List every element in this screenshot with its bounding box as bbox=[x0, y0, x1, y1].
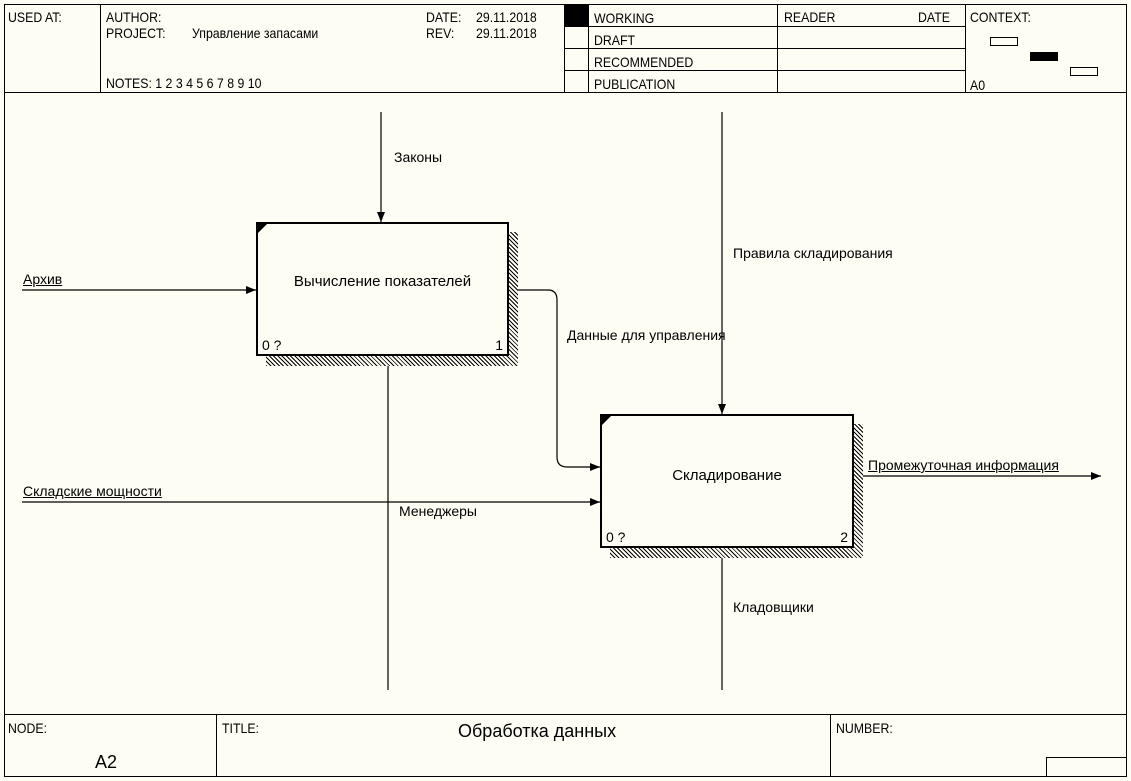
activity-box-title: Складирование bbox=[672, 467, 782, 484]
box-corner-mark bbox=[258, 224, 267, 233]
rev-label: REV: bbox=[426, 25, 455, 41]
status-row-line bbox=[564, 48, 965, 49]
node-value: A2 bbox=[95, 752, 118, 772]
box-right-number: 1 bbox=[495, 337, 503, 353]
context-box-icon bbox=[1070, 67, 1098, 76]
working-status-marker bbox=[565, 5, 588, 26]
label-arkhiv[interactable]: Архив bbox=[23, 271, 63, 287]
footer-divider bbox=[830, 714, 831, 777]
label-dannye[interactable]: Данные для управления bbox=[567, 327, 726, 343]
reader-date-label: DATE bbox=[918, 9, 950, 25]
node-label: NODE: bbox=[8, 720, 48, 736]
status-recommended: RECOMMENDED bbox=[594, 54, 694, 70]
box-right-number: 2 bbox=[840, 529, 848, 545]
label-kladovschiki[interactable]: Кладовщики bbox=[733, 599, 814, 615]
diagram-frame bbox=[4, 4, 1127, 777]
rev-value: 29.11.2018 bbox=[476, 25, 537, 41]
activity-box-title: Вычисление показателей bbox=[293, 273, 472, 290]
footer-divider bbox=[216, 714, 217, 777]
date-label: DATE: bbox=[426, 9, 462, 25]
number-box bbox=[1046, 757, 1127, 777]
notes-label: NOTES: 1 2 3 4 5 6 7 8 9 10 bbox=[106, 76, 262, 91]
date-value: 29.11.2018 bbox=[476, 9, 537, 25]
box-left-number: 0 ? bbox=[262, 337, 282, 353]
used-at-label: USED AT: bbox=[8, 9, 62, 25]
label-promezhut[interactable]: Промежуточная информация bbox=[868, 457, 1059, 473]
label-menedzhery[interactable]: Менеджеры bbox=[399, 503, 477, 519]
header-divider bbox=[100, 4, 101, 92]
status-row-line bbox=[564, 70, 965, 71]
header-bottom-line bbox=[4, 92, 1127, 93]
context-box-icon bbox=[990, 37, 1018, 46]
label-zakony[interactable]: Законы bbox=[394, 149, 443, 165]
context-node-label: A0 bbox=[970, 78, 986, 92]
arrow-dannye bbox=[509, 289, 600, 471]
activity-box-vychislenie[interactable]: Вычисление показателей 0 ? 1 bbox=[256, 222, 509, 356]
status-draft: DRAFT bbox=[594, 32, 636, 48]
status-working: WORKING bbox=[594, 10, 655, 26]
title-label: TITLE: bbox=[222, 720, 259, 736]
footer-top-line bbox=[4, 714, 1127, 715]
activity-box-skladirovanie[interactable]: Складирование 0 ? 2 bbox=[600, 414, 854, 548]
diagram-title: Обработка данных bbox=[458, 721, 617, 741]
box-left-number: 0 ? bbox=[606, 529, 626, 545]
label-moschnosti[interactable]: Складские мощности bbox=[23, 483, 162, 499]
context-box-current-icon bbox=[1030, 52, 1058, 61]
status-publication: PUBLICATION bbox=[594, 77, 676, 92]
status-row-line bbox=[564, 26, 965, 27]
context-label: CONTEXT: bbox=[970, 9, 1031, 25]
project-value: Управление запасами bbox=[192, 25, 319, 41]
box-corner-mark bbox=[602, 416, 611, 425]
reader-label: READER bbox=[784, 9, 836, 25]
project-label: PROJECT: bbox=[106, 25, 166, 41]
author-label: AUTHOR: bbox=[106, 9, 162, 25]
header-divider bbox=[965, 4, 966, 92]
label-pravila[interactable]: Правила складирования bbox=[733, 245, 893, 261]
number-label: NUMBER: bbox=[836, 720, 893, 736]
